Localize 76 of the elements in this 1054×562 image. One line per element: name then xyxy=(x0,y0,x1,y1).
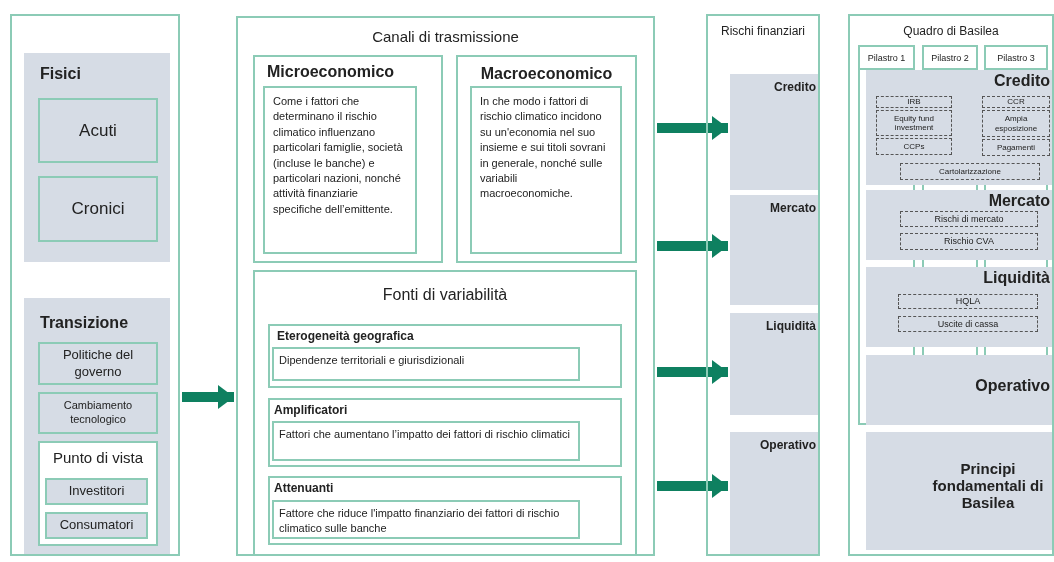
risk-band xyxy=(730,313,818,415)
group-box xyxy=(268,398,622,467)
heading: Credito xyxy=(994,72,1050,90)
dashed-item-box: Rischio CVA xyxy=(900,233,1038,250)
dashed-item-box: CCR xyxy=(982,96,1050,108)
heading: Fonti di variabilità xyxy=(381,286,509,304)
dashed-item-box: HQLA xyxy=(898,294,1038,309)
column-panel xyxy=(236,16,655,556)
heading: Attenuanti xyxy=(274,481,334,495)
heading: Amplificatori xyxy=(274,403,348,417)
heading: Liquidità xyxy=(983,269,1050,287)
heading: Microeconomico xyxy=(267,63,395,81)
heading: Fisici xyxy=(40,65,81,83)
group-box xyxy=(268,476,622,545)
column-panel xyxy=(706,14,820,556)
heading: Canali di trasmissione xyxy=(371,28,520,45)
group-box xyxy=(268,324,622,388)
category-box: Cronici xyxy=(38,176,158,242)
category-box: Politiche del governo xyxy=(38,342,158,385)
heading: Credito xyxy=(774,80,816,94)
risk-band xyxy=(866,355,1052,425)
column-panel xyxy=(10,14,180,556)
dashed-item-box: CCPs xyxy=(876,138,952,155)
dashed-item-box: Cartolarizzazione xyxy=(900,163,1040,180)
heading: Operativo xyxy=(975,377,1050,395)
risk-band xyxy=(730,74,818,190)
description-box: Come i fattori che determinano il rischio climatico influenzano particolari famiglie, società (incluse le banche) e particolari nazioni, nonché attività finanziarie specifiche dell’emittente. xyxy=(263,86,417,254)
arrow xyxy=(657,360,728,384)
pillar-tab xyxy=(922,45,978,70)
principles-band xyxy=(866,432,1052,550)
heading: Macroeconomico xyxy=(479,65,614,83)
risk-band xyxy=(866,70,1052,185)
risk-band xyxy=(730,432,818,554)
heading: Quadro di Basilea xyxy=(902,24,1000,38)
category-box: Investitori xyxy=(45,478,148,505)
description-box: Dipendenze territoriali e giurisdizionali xyxy=(272,347,580,381)
pillar-tab xyxy=(858,45,915,70)
dashed-item-box: Uscite di cassa xyxy=(898,316,1038,332)
heading: Operativo xyxy=(760,438,816,452)
dashed-item-box: Pagamenti xyxy=(982,139,1050,156)
group-box xyxy=(253,270,637,554)
category-box: Cambiamento tecnologico xyxy=(38,392,158,434)
arrow xyxy=(657,234,728,258)
column-panel xyxy=(848,14,1054,556)
group-box xyxy=(253,55,443,263)
arrow xyxy=(657,116,728,140)
arrow xyxy=(182,385,234,409)
heading: Transizione xyxy=(40,314,129,332)
group-box xyxy=(456,55,637,263)
heading: Pilastro 3 xyxy=(996,53,1036,63)
heading: Pilastro 2 xyxy=(930,53,970,63)
group-panel xyxy=(24,298,170,554)
category-box: Acuti xyxy=(38,98,158,163)
heading: Liquidità xyxy=(766,319,816,333)
heading: Eterogeneità geografica xyxy=(277,329,414,343)
heading: Principi fondamentali di Basilea xyxy=(931,460,1045,511)
dashed-item-box: Rischi di mercato xyxy=(900,211,1038,227)
group-panel xyxy=(24,53,170,262)
group-box xyxy=(38,441,158,546)
heading: Punto di vista xyxy=(51,449,145,466)
dashed-item-box: Equity fund investment xyxy=(876,110,952,136)
heading: Mercato xyxy=(988,192,1050,210)
heading: Rischi finanziari xyxy=(720,24,806,38)
risk-band xyxy=(866,190,1052,260)
description-box: Fattori che aumentano l’impatto dei fattori di rischio climatici xyxy=(272,421,580,461)
pillar-tab xyxy=(984,45,1048,70)
risk-band xyxy=(730,195,818,305)
description-box: In che modo i fattori di rischio climatico incidono su un'economia nel suo insieme e sui titoli sovrani in generale, nonché sulle variabili macroeconomiche. xyxy=(470,86,622,254)
heading: Pilastro 1 xyxy=(866,53,907,63)
category-box: Consumatori xyxy=(45,512,148,539)
dashed-item-box: IRB xyxy=(876,96,952,108)
risk-band xyxy=(866,267,1052,347)
arrow xyxy=(657,474,728,498)
description-box: Fattore che riduce l'impatto finanziario dei fattori di rischio climatico sulle banche xyxy=(272,500,580,539)
heading: Mercato xyxy=(770,201,816,215)
dashed-item-box: Ampia esposizione xyxy=(982,110,1050,137)
